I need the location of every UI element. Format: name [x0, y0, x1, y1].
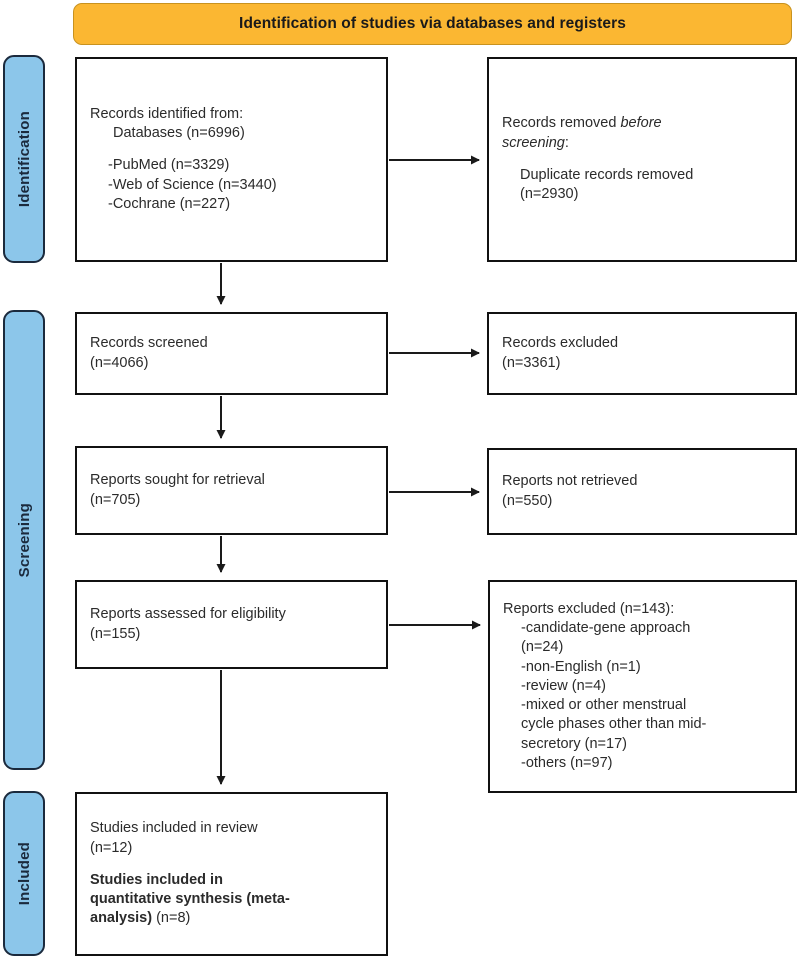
box-reports-sought: Reports sought for retrieval (n=705)	[75, 446, 388, 535]
records-identified-heading: Records identified from:	[90, 105, 244, 122]
records-removed-colon: :	[564, 134, 569, 151]
reports-excluded-reason-mixed-phases-2: cycle phases other than mid-	[521, 716, 707, 733]
records-screened-count: (n=4066)	[90, 354, 149, 371]
reports-assessed-count: (n=155)	[90, 625, 141, 642]
box-records-excluded: Records excluded (n=3361)	[487, 312, 797, 395]
reports-excluded-reason-candidate-gene: -candidate-gene approach	[521, 620, 691, 637]
reports-excluded-reason-candidate-gene-count: (n=24)	[521, 639, 564, 656]
studies-included-meta-label-line2: quantitative synthesis (meta-	[90, 891, 290, 908]
studies-included-review-count: (n=12)	[90, 839, 133, 856]
phase-label-screening: Screening	[3, 310, 45, 770]
studies-included-review-label: Studies included in review	[90, 820, 258, 837]
spacer	[90, 143, 373, 156]
studies-included-meta-analysis-word: analysis)	[90, 910, 153, 927]
phase-label-screening-text: Screening	[15, 502, 33, 578]
records-removed-prefix: Records removed	[502, 115, 621, 132]
phase-label-included: Included	[3, 791, 45, 956]
duplicate-records-removed-label: Duplicate records removed	[520, 167, 694, 183]
studies-included-meta-count: (n=8)	[152, 910, 191, 927]
reports-sought-count: (n=705)	[90, 491, 141, 508]
box-reports-excluded: Reports excluded (n=143): -candidate-gen…	[488, 580, 797, 793]
records-excluded-label: Records excluded	[502, 335, 619, 352]
phase-label-identification-text: Identification	[15, 110, 33, 208]
reports-excluded-reason-review: -review (n=4)	[521, 677, 607, 694]
reports-not-retrieved-label: Reports not retrieved	[502, 473, 638, 490]
phase-label-identification: Identification	[3, 55, 45, 263]
records-excluded-count: (n=3361)	[502, 354, 561, 371]
box-reports-assessed: Reports assessed for eligibility (n=155)	[75, 580, 388, 669]
reports-excluded-reason-others: -others (n=97)	[521, 754, 613, 771]
spacer	[90, 858, 373, 871]
records-screened-label: Records screened	[90, 335, 208, 352]
records-identified-source-pubmed: -PubMed (n=3329)	[108, 157, 230, 174]
phase-banner-title: Identification of studies via databases …	[239, 15, 626, 32]
records-identified-source-wos: -Web of Science (n=3440)	[108, 176, 277, 193]
studies-included-meta-label-line1: Studies included in	[90, 871, 223, 888]
reports-assessed-label: Reports assessed for eligibility	[90, 606, 286, 623]
phase-label-included-text: Included	[15, 841, 33, 906]
reports-excluded-reason-mixed-phases-1: -mixed or other menstrual	[521, 697, 687, 714]
records-removed-line2: screening:	[502, 134, 782, 153]
records-removed-screening: screening	[502, 134, 565, 151]
reports-excluded-heading: Reports excluded (n=143):	[503, 600, 675, 617]
records-identified-source-cochrane: -Cochrane (n=227)	[108, 195, 231, 212]
box-records-removed: Records removed before screening: Duplic…	[487, 57, 797, 262]
reports-not-retrieved-count: (n=550)	[502, 492, 553, 509]
spacer	[502, 153, 782, 166]
box-reports-not-retrieved: Reports not retrieved (n=550)	[487, 448, 797, 535]
duplicate-records-removed-count: (n=2930)	[520, 186, 579, 203]
box-records-identified: Records identified from: Databases (n=69…	[75, 57, 388, 262]
reports-sought-label: Reports sought for retrieval	[90, 472, 265, 489]
studies-included-meta-label-line3: analysis) (n=8)	[90, 909, 373, 928]
phase-banner-identification: Identification of studies via databases …	[73, 3, 792, 45]
box-studies-included: Studies included in review (n=12) Studie…	[75, 792, 388, 956]
records-identified-databases: Databases (n=6996)	[113, 125, 245, 142]
reports-excluded-reason-non-english: -non-English (n=1)	[521, 658, 641, 675]
records-removed-line1: Records removed before	[502, 114, 782, 133]
box-records-screened: Records screened (n=4066)	[75, 312, 388, 395]
records-removed-before: before	[620, 115, 662, 132]
reports-excluded-reason-mixed-phases-3: secretory (n=17)	[521, 735, 627, 752]
